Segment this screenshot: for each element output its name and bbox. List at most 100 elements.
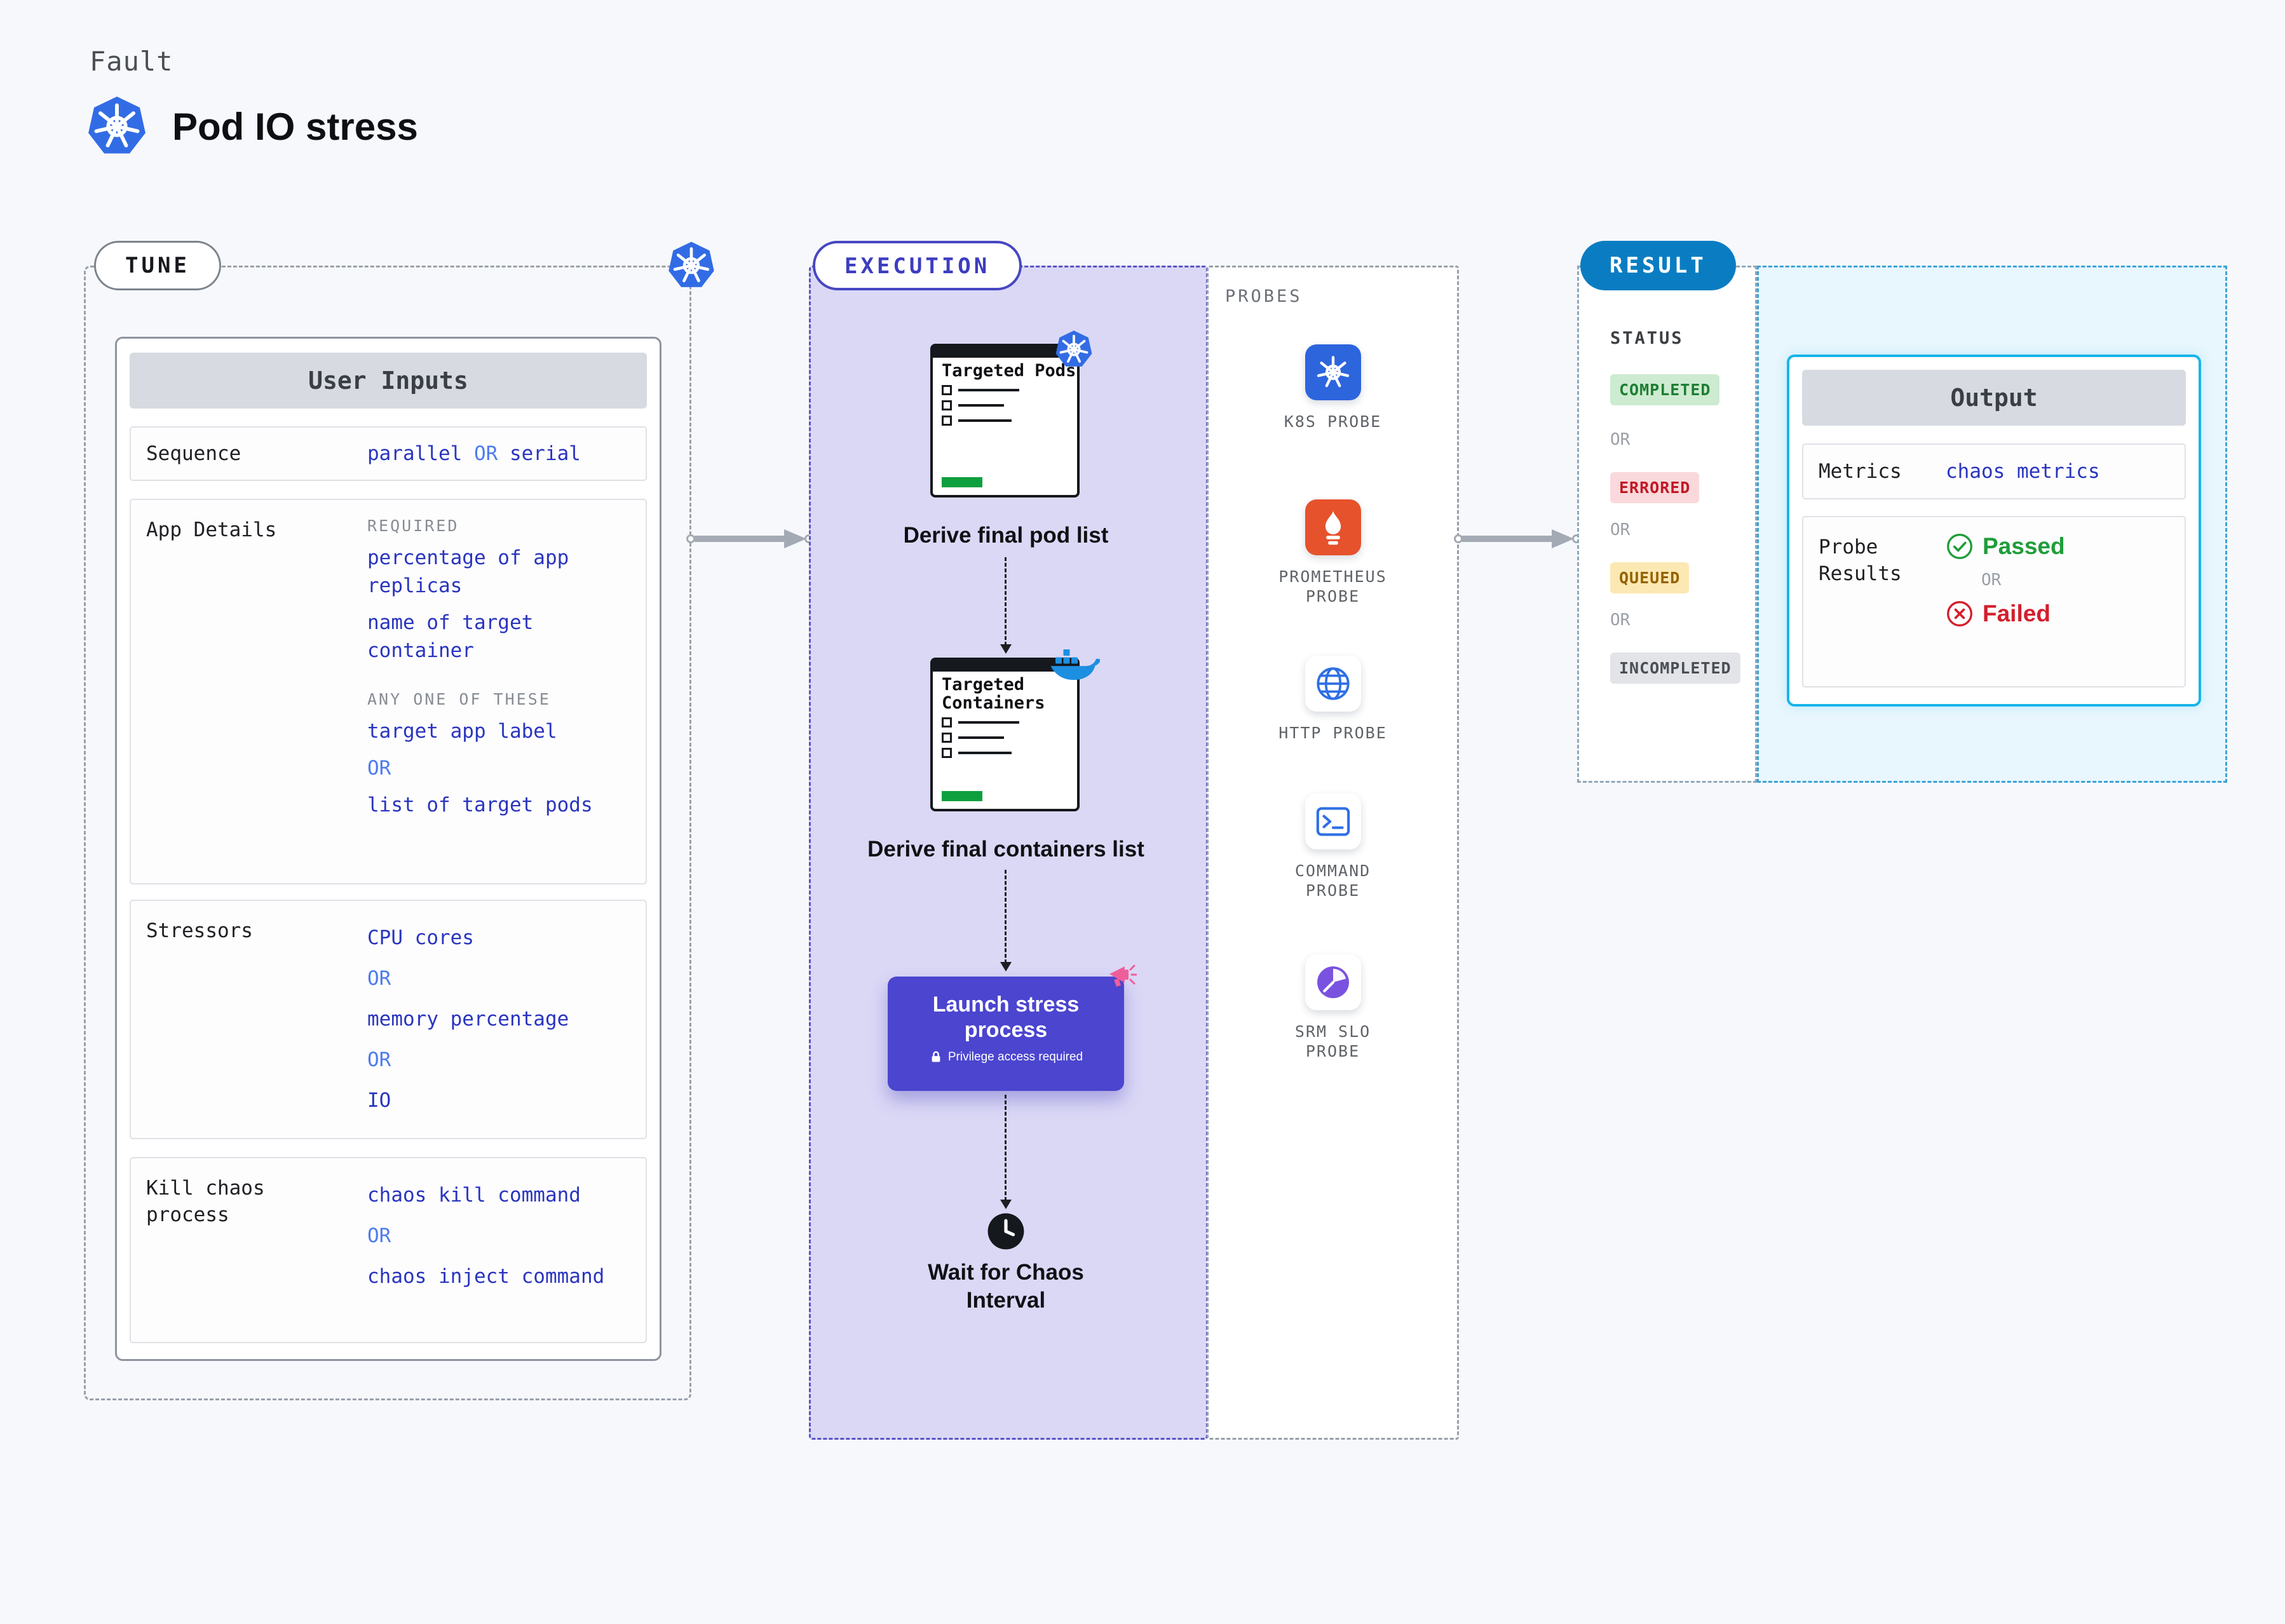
passed-label: Passed [1983,533,2065,559]
or-token: OR [367,757,391,780]
derive-containers-list-caption: Derive final containers list [867,837,1144,862]
page-title: Pod IO stress [172,105,418,148]
kubernetes-icon [667,241,716,290]
probe-label: COMMAND PROBE [1294,862,1371,900]
probe-item-command: COMMAND PROBE [1209,794,1457,900]
probe-results-values: Passed OR Failed [1946,517,2065,686]
checkbox-icon [942,400,952,410]
slo-gauge-icon [1314,963,1352,1001]
user-inputs-header: User Inputs [130,353,647,409]
app-details-values: REQUIRED percentage of app replicas name… [367,500,646,883]
any-item: target app label [367,720,557,743]
checkbox-icon [942,385,952,395]
flow-arrow-down [1000,557,1012,654]
or-token: OR [1610,611,1631,630]
kubernetes-icon [1054,330,1094,369]
prometheus-probe-icon [1305,499,1361,555]
globe-icon [1314,665,1352,703]
probe-item-http: HTTP PROBE [1209,656,1457,743]
status-badge-completed: COMPLETED [1610,374,1720,405]
probe-label: HTTP PROBE [1278,724,1387,742]
kubernetes-wheel-icon [1313,353,1353,392]
app-details-label: App Details [146,518,277,541]
tune-pill: TUNE [94,241,221,290]
status-title: STATUS [1610,328,1684,348]
passed-result: Passed [1946,532,2065,560]
flame-icon [1315,509,1352,546]
docker-icon [1049,646,1100,684]
kill-chaos-values: chaos kill command OR chaos inject comma… [367,1158,646,1342]
flow-arrow-down [1000,1095,1012,1209]
check-circle-icon [1946,532,1974,560]
or-token: OR [473,442,498,465]
probe-item-k8s: K8S PROBE [1209,344,1457,431]
srm-slo-probe-icon [1305,954,1361,1010]
or-token: OR [1981,571,2002,590]
targeted-pods-title: Targeted Pods [942,361,1076,381]
checklist-row [942,717,1068,727]
probe-results-row: Probe Results Passed OR Failed [1802,516,2186,687]
pod-checklist [933,380,1077,426]
stressors-row: Stressors CPU cores OR memory percentage… [130,900,647,1139]
metrics-label: Metrics [1819,460,1902,483]
probe-label: K8S PROBE [1284,412,1382,431]
checklist-row [942,385,1068,395]
probe-label: PROMETHEUS PROBE [1278,567,1387,606]
privilege-note: Privilege access required [888,1050,1124,1064]
privilege-note-text: Privilege access required [947,1050,1083,1064]
flow-arrow-tune-to-execution [686,526,813,551]
sequence-option-parallel: parallel [367,442,463,465]
metrics-value: chaos metrics [1946,460,2100,483]
targeted-containers-window: Targeted Containers [930,658,1080,811]
terminal-icon [1315,803,1352,840]
or-token: OR [367,1048,391,1071]
container-checklist [933,712,1077,758]
probes-section: PROBES K8S PROBE PROMETHEUS PROBE HTTP P… [1207,266,1459,1440]
failed-result: Failed [1946,600,2065,628]
any-item: list of target pods [367,794,593,816]
execution-section: Targeted Pods Derive final pod list Targ… [809,266,1208,1440]
metrics-row: Metrics chaos metrics [1802,443,2186,499]
or-token: OR [367,967,391,990]
flow-arrow-down [1000,870,1012,971]
derive-pod-list-caption: Derive final pod list [903,523,1109,548]
kill-chaos-row: Kill chaos process chaos kill command OR… [130,1157,647,1343]
failed-label: Failed [1983,600,2051,626]
http-probe-icon [1305,656,1361,712]
checkbox-icon [942,733,952,743]
or-token: OR [367,1224,391,1247]
checklist-row [942,416,1068,426]
any-one-caption: ANY ONE OF THESE [367,690,551,708]
window-title-bar [933,346,1077,358]
targeted-containers-title: Targeted Containers [942,675,1045,713]
k8s-probe-icon [1305,344,1361,400]
kill-command-item: chaos inject command [367,1265,605,1288]
required-item: percentage of app replicas [367,546,569,597]
launch-button-label: Launch stress process [932,992,1080,1042]
x-circle-icon [1946,600,1974,628]
sequence-value: parallel OR serial [367,442,646,465]
stressors-label: Stressors [146,919,253,942]
kill-command-item: chaos kill command [367,1184,581,1207]
required-item: name of target container [367,611,534,662]
required-caption: REQUIRED [367,517,459,535]
status-badge-incompleted: INCOMPLETED [1610,653,1740,684]
probe-item-srm-slo: SRM SLO PROBE [1209,954,1457,1061]
status-badge-queued: QUEUED [1610,562,1690,593]
targeted-pods-window: Targeted Pods [930,344,1080,497]
app-details-row: App Details REQUIRED percentage of app r… [130,499,647,884]
megaphone-icon [1106,961,1137,992]
result-status-panel: STATUS COMPLETED OR ERRORED OR QUEUED OR… [1577,266,1757,783]
clock-icon [986,1212,1026,1251]
checkbox-icon [942,748,952,758]
tune-section [84,266,691,1400]
checkbox-icon [942,717,952,727]
kill-chaos-label: Kill chaos process [146,1177,265,1226]
or-token: OR [1610,430,1631,449]
fault-eyebrow: Fault [90,46,173,77]
wait-chaos-interval-caption: Wait for Chaos Interval [928,1260,1084,1313]
execution-pill: EXECUTION [813,241,1022,290]
progress-bar [942,791,982,801]
lock-icon [929,1050,943,1064]
